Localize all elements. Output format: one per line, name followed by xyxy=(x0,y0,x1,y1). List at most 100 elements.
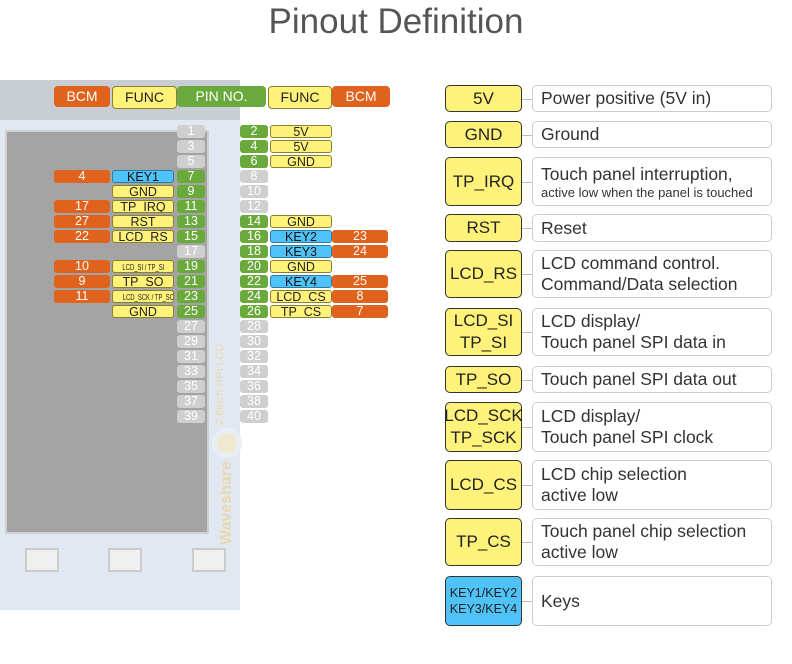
legend-label: LCD_SI TP_SI xyxy=(445,308,522,356)
pin-function-cell: LCD_SI / TP_SI xyxy=(112,260,174,273)
board-label: 2.8inch RPi LCD xyxy=(214,343,226,425)
connector-line xyxy=(522,181,532,183)
pin-number: 9 xyxy=(177,185,205,198)
pin-function: GND xyxy=(112,305,174,318)
bcm-number: 9 xyxy=(54,275,110,288)
pin-number: 39 xyxy=(177,410,205,423)
pin-number: 10 xyxy=(240,185,268,198)
pin-function: GND xyxy=(270,260,332,273)
page-title: Pinout Definition xyxy=(268,2,524,41)
pin-number: 15 xyxy=(177,230,205,243)
pin-number: 1 xyxy=(177,125,205,138)
description-text: Keys xyxy=(541,590,580,611)
pin-function-cell: LCD_SCK / TP_SCK xyxy=(112,290,174,303)
pin-number: 17 xyxy=(177,245,205,258)
key-button xyxy=(108,548,142,572)
pin-number: 18 xyxy=(240,245,268,258)
pin-function: LCD_SI / TP_SI xyxy=(121,263,164,272)
pin-function: TP_IRQ xyxy=(112,200,174,213)
legend-label-text: LCD_SI xyxy=(453,311,514,330)
pin-number: 5 xyxy=(177,155,205,168)
legend-label-text: TP_IRQ xyxy=(452,171,515,191)
legend-description: LCD display/Touch panel SPI data in xyxy=(532,308,772,356)
header-func-left: FUNC xyxy=(112,86,177,109)
description-text: Touch panel SPI clock xyxy=(541,427,714,447)
legend-label-text: TP_SO xyxy=(455,369,512,389)
connector-line xyxy=(522,485,532,486)
pin-number: 35 xyxy=(177,380,205,393)
pin-function: KEY1 xyxy=(112,170,174,183)
pin-number: 40 xyxy=(240,410,268,423)
legend-label: TP_CS xyxy=(445,518,522,566)
pin-function: 5V xyxy=(270,140,332,153)
pin-number: 11 xyxy=(177,200,205,213)
legend-label-text: TP_SCK xyxy=(450,428,517,447)
lcd-screen xyxy=(5,130,209,534)
description-subtext: active low when the panel is touched xyxy=(541,184,753,200)
pin-number: 8 xyxy=(240,170,268,183)
pin-function: 5V xyxy=(270,125,332,138)
connector-line xyxy=(522,134,532,136)
legend-description: LCD command control.Command/Data selecti… xyxy=(532,250,772,298)
description-text: Touch panel chip selection xyxy=(541,521,747,541)
pin-number: 33 xyxy=(177,365,205,378)
pin-number: 4 xyxy=(240,140,268,153)
pin-function: TP_SO xyxy=(112,275,174,288)
pin-number: 7 xyxy=(177,170,205,183)
bcm-number: 4 xyxy=(54,170,110,183)
pin-function: LCD_CS xyxy=(270,290,332,303)
pin-function: KEY4 xyxy=(270,275,332,288)
connector-line xyxy=(522,427,532,428)
legend-label: 5V xyxy=(445,85,522,112)
pin-number: 31 xyxy=(177,350,205,363)
description-text: active low xyxy=(541,485,618,505)
description-text: Reset xyxy=(541,217,587,238)
pin-number: 3 xyxy=(177,140,205,153)
pin-number: 29 xyxy=(177,335,205,348)
bcm-number: 10 xyxy=(54,260,110,273)
legend-label: RST xyxy=(445,214,522,242)
bcm-number: 23 xyxy=(332,230,388,243)
pin-number: 20 xyxy=(240,260,268,273)
description-text: LCD display/ xyxy=(541,406,641,426)
description-text: Ground xyxy=(541,124,600,144)
pin-function: TP_CS xyxy=(270,305,332,318)
description-text: LCD display/ xyxy=(541,311,641,331)
connector-line xyxy=(522,274,532,275)
legend-label: TP_IRQ xyxy=(445,157,522,206)
pin-number: 22 xyxy=(240,275,268,288)
legend-description: Ground xyxy=(532,121,772,148)
pin-number: 30 xyxy=(240,335,268,348)
pin-number: 16 xyxy=(240,230,268,243)
pin-number: 6 xyxy=(240,155,268,168)
pin-number: 12 xyxy=(240,200,268,213)
pin-function: GND xyxy=(270,215,332,228)
bcm-number: 27 xyxy=(54,215,110,228)
pin-function: LCD_SCK / TP_SCK xyxy=(122,293,174,302)
connector-line xyxy=(522,379,532,381)
pin-number: 25 xyxy=(177,305,205,318)
brand-label: Waveshare xyxy=(218,461,235,545)
description-text: Touch panel SPI data out xyxy=(541,369,737,389)
legend-label-text: LCD_SCK xyxy=(444,406,523,425)
legend-label: LCD_SCK TP_SCK xyxy=(444,402,523,452)
legend-label-text: TP_SI xyxy=(459,333,508,352)
pin-function: KEY2 xyxy=(270,230,332,243)
pin-number: 19 xyxy=(177,260,205,273)
bcm-number: 8 xyxy=(332,290,388,303)
pin-function: KEY3 xyxy=(270,245,332,258)
bcm-number: 25 xyxy=(332,275,388,288)
legend-label: GND xyxy=(445,121,522,148)
bcm-number: 22 xyxy=(54,230,110,243)
pin-number: 38 xyxy=(240,395,268,408)
pin-number: 28 xyxy=(240,320,268,333)
legend-label-text: GND xyxy=(464,124,503,144)
pin-number: 13 xyxy=(177,215,205,228)
pin-number: 24 xyxy=(240,290,268,303)
legend-description: LCD display/Touch panel SPI clock xyxy=(532,402,772,452)
pin-function: GND xyxy=(270,155,332,168)
pin-number: 14 xyxy=(240,215,268,228)
